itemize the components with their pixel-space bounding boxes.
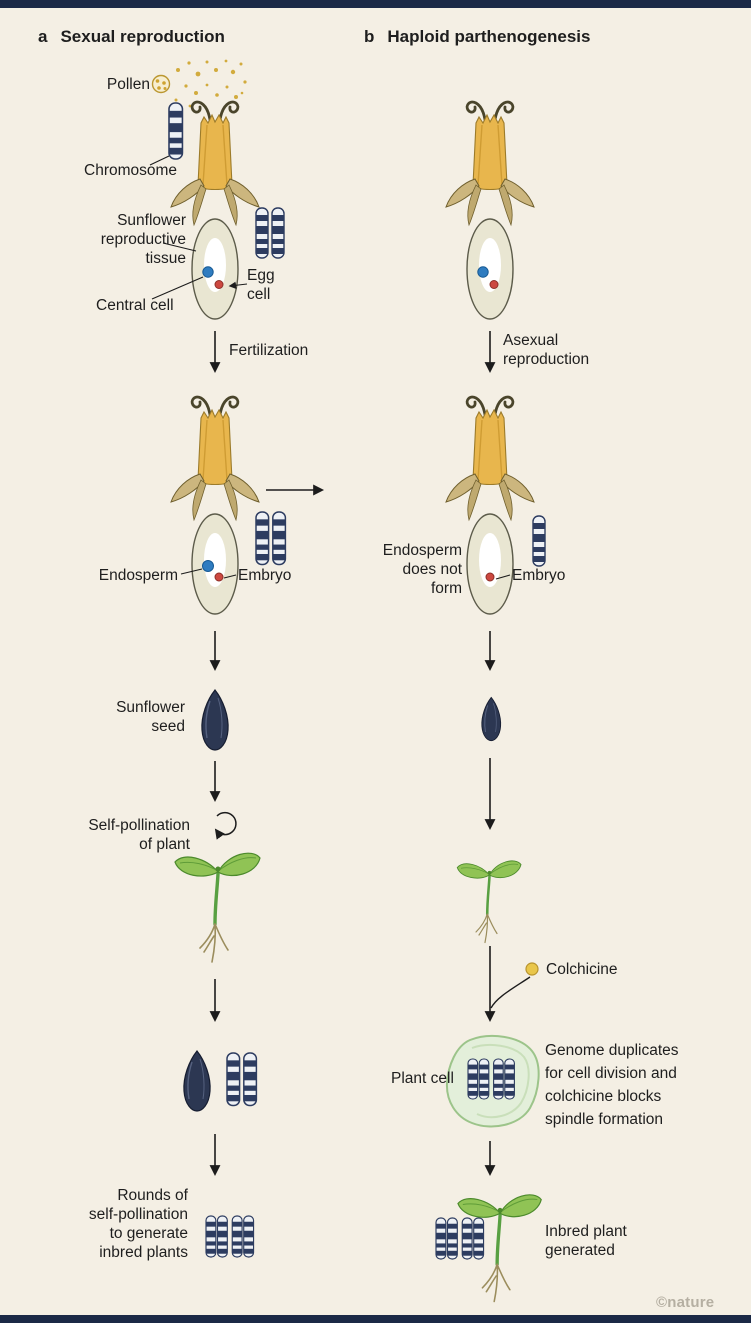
colchicine-label: Colchicine: [546, 961, 618, 978]
nature-credit: ©nature: [656, 1294, 715, 1311]
asexual-label: Asexual reproduction: [503, 332, 590, 368]
central-cell-label: Central cell: [96, 297, 174, 314]
sunflower-seed-a: [201, 689, 229, 751]
chromosome-pair-seed-row: [227, 1053, 256, 1106]
self-pollination-label: Self-pollination of plant: [88, 817, 190, 853]
genome-note-label: Genome duplicates for cell division and …: [545, 1042, 679, 1128]
seedling-b-small: [455, 859, 523, 944]
sunflower-seed-b: [481, 696, 502, 742]
chromosome-label: Chromosome: [84, 162, 178, 179]
inbred-label: Inbred plant generated: [545, 1223, 627, 1259]
bottom-border-bar: [0, 1315, 751, 1323]
panel-b-title: b Haploid parthenogenesis: [364, 27, 590, 47]
seedling-a: [173, 851, 262, 964]
embryo-label-a: Embryo: [238, 567, 292, 584]
chromosome-quad-inbred-b: [436, 1218, 484, 1259]
leader-egg-cell: [228, 281, 248, 290]
sunflower-seed-a2: [183, 1050, 211, 1112]
colchicine-dot: [525, 962, 539, 976]
central-cell-dot: [202, 266, 214, 278]
rounds-label: Rounds of self-pollination to generate i…: [88, 1187, 188, 1261]
embryo-dot-a: [214, 572, 224, 582]
leader-lines: [149, 155, 511, 580]
colchicine-curve-line: [490, 976, 531, 1009]
chromosome-pair-a1: [256, 208, 284, 258]
leader-chromosome: [149, 155, 170, 166]
tissue-label: Sunflower reproductive tissue: [100, 212, 186, 267]
embryo-label-b: Embryo: [512, 567, 566, 584]
egg-cell-dot-b: [489, 280, 499, 289]
leader-endosperm: [180, 568, 203, 575]
endosperm-dot: [202, 560, 214, 572]
chromosome-pair-a2: [256, 512, 285, 565]
panel-b-letter: b: [364, 27, 375, 46]
chromosome-single-b: [533, 516, 545, 566]
leader-embryo-a: [223, 574, 237, 579]
chromosome-quad-inbred-a: [206, 1216, 254, 1257]
fertilization-label: Fertilization: [229, 342, 309, 359]
endosperm-not-form-label: Endosperm does not form: [382, 542, 462, 597]
plant-cell-label: Plant cell: [391, 1070, 454, 1087]
panel-b-title-text: Haploid parthenogenesis: [387, 27, 591, 46]
endosperm-label-a: Endosperm: [98, 567, 178, 584]
panel-a-title-text: Sexual reproduction: [60, 27, 225, 46]
panel-a-title: a Sexual reproduction: [38, 27, 225, 47]
leader-tissue: [162, 242, 197, 252]
pollen-scatter-dots: [174, 59, 247, 108]
sunflower-seed-label: Sunflower seed: [116, 699, 185, 735]
top-border-bar: [0, 0, 751, 8]
panel-a-letter: a: [38, 27, 48, 46]
embryo-dot-b: [485, 572, 495, 582]
leader-embryo-b: [495, 574, 511, 580]
pollen-label: Pollen: [106, 76, 150, 93]
egg-cell-dot: [214, 280, 224, 289]
plant-cell-inner-edge: [471, 1044, 530, 1119]
egg-cell-label: Egg cell: [247, 267, 275, 303]
chromosome-single-a: [169, 103, 182, 159]
pollen-icon: [151, 59, 247, 108]
flow-arrows: [209, 331, 496, 1177]
leader-central-cell: [151, 276, 204, 300]
plant-cell: [445, 1034, 540, 1128]
central-cell-dot-b: [477, 266, 489, 278]
self-pollination-cycle-icon: [214, 811, 237, 840]
